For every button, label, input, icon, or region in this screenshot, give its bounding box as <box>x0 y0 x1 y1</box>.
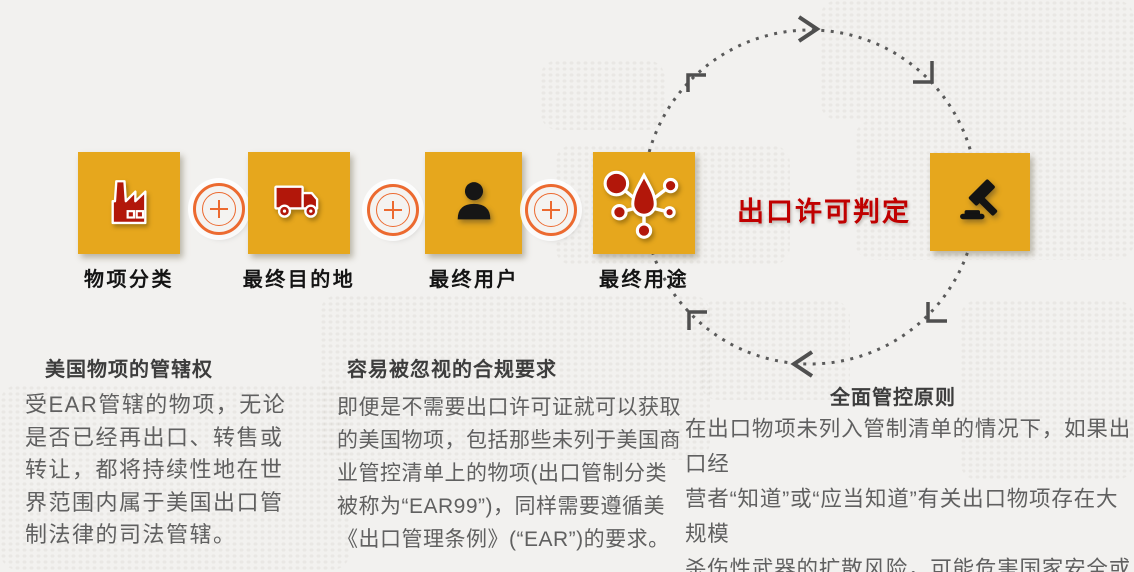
section-body-jurisdiction: 受EAR管辖的物项，无论 是否已经再出口、转售或 转让，都将持续性地在世 界范围… <box>25 392 287 547</box>
map-dots <box>540 60 665 130</box>
result-title: 出口许可判定 <box>737 197 911 227</box>
gavel-icon <box>960 179 998 220</box>
step-box-end-use <box>593 152 695 254</box>
step-box-item-classification <box>78 152 180 254</box>
section-title-jurisdiction: 美国物项的管辖权 <box>45 359 213 381</box>
plus-sign <box>202 192 236 226</box>
plus-sign <box>534 193 568 227</box>
section-body-catch-all: 在出口物项未列入管制清单的情况下，如果出口经 营者“知道”或“应当知道”有关出口… <box>685 417 1132 572</box>
arrow-right-icon <box>797 15 821 43</box>
plus-icon <box>367 184 419 236</box>
step-label: 物项分类 <box>84 269 174 291</box>
map-dots <box>700 300 850 400</box>
truck-icon <box>274 185 319 218</box>
corner-bracket-icon <box>686 73 706 92</box>
section-body-compliance: 即便是不需要出口许可证就可以获取 的美国物项，包括那些未列于美国商 业管控清单上… <box>337 396 681 551</box>
section-title-compliance: 容易被忽视的合规要求 <box>347 359 557 381</box>
map-dots <box>320 295 710 460</box>
molecule-icon <box>603 170 679 239</box>
map-dots <box>820 0 1134 120</box>
corner-bracket-icon <box>687 310 707 330</box>
corner-bracket-icon <box>926 302 947 323</box>
section-title-catch-all: 全面管控原则 <box>830 387 956 409</box>
plus-icon <box>193 183 245 235</box>
arrow-left-icon <box>790 350 814 378</box>
factory-icon <box>111 180 147 225</box>
step-label: 最终用户 <box>429 269 519 291</box>
step-label: 最终用途 <box>599 269 689 291</box>
step-box-final-destination <box>248 152 350 254</box>
map-dots <box>0 385 350 570</box>
plus-icon <box>525 184 577 236</box>
map-dots <box>960 300 1134 480</box>
corner-bracket-icon <box>913 61 934 84</box>
plus-sign <box>376 193 410 227</box>
step-box-end-user <box>425 152 522 254</box>
result-box-license-decision <box>930 153 1030 251</box>
step-label: 最终目的地 <box>242 269 356 291</box>
user-icon <box>457 182 490 220</box>
